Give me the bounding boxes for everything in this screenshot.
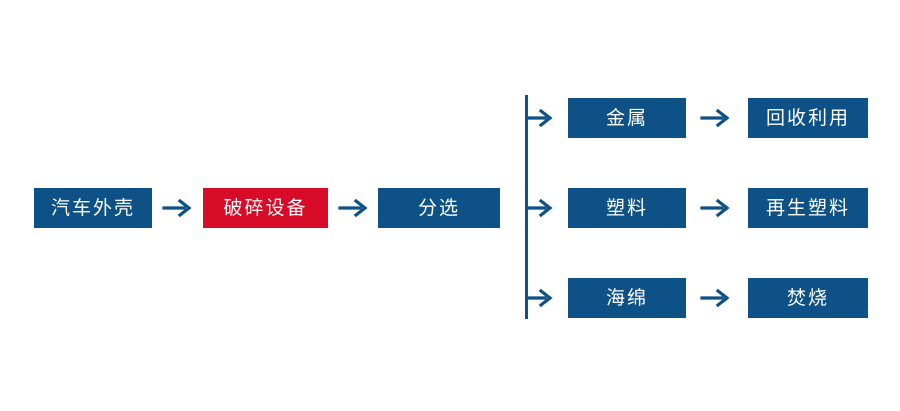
node-metal[interactable]: 金属 (568, 98, 686, 138)
node-sorting-label: 分选 (417, 197, 460, 219)
arrow-shell-to-crusher (162, 195, 196, 221)
arrow-crusher-to-sorting (338, 195, 372, 221)
branch-arrow-plastic (528, 196, 556, 220)
branch-arrow-metal (528, 106, 556, 130)
node-crusher-equipment-label: 破碎设备 (223, 197, 308, 219)
branch-arrow-sponge (528, 286, 556, 310)
node-car-shell[interactable]: 汽车外壳 (34, 188, 152, 228)
node-car-shell-label: 汽车外壳 (50, 197, 135, 219)
node-metal-label: 金属 (605, 107, 648, 129)
arrow-sponge-to-incineration (700, 285, 734, 311)
node-crusher-equipment[interactable]: 破碎设备 (203, 188, 328, 228)
node-recycle-reuse-label: 回收利用 (765, 107, 850, 129)
node-sorting[interactable]: 分选 (378, 188, 500, 228)
node-regenerated-plastic[interactable]: 再生塑料 (748, 188, 868, 228)
node-sponge-label: 海绵 (605, 287, 648, 309)
node-plastic-label: 塑料 (605, 197, 648, 219)
arrow-plastic-to-regenerated (700, 195, 734, 221)
node-incineration[interactable]: 焚烧 (748, 278, 868, 318)
node-sponge[interactable]: 海绵 (568, 278, 686, 318)
arrow-metal-to-recycle (700, 105, 734, 131)
node-recycle-reuse[interactable]: 回收利用 (748, 98, 868, 138)
node-plastic[interactable]: 塑料 (568, 188, 686, 228)
branch-trunk-line (525, 95, 528, 319)
node-regenerated-plastic-label: 再生塑料 (765, 197, 850, 219)
node-incineration-label: 焚烧 (786, 287, 829, 309)
